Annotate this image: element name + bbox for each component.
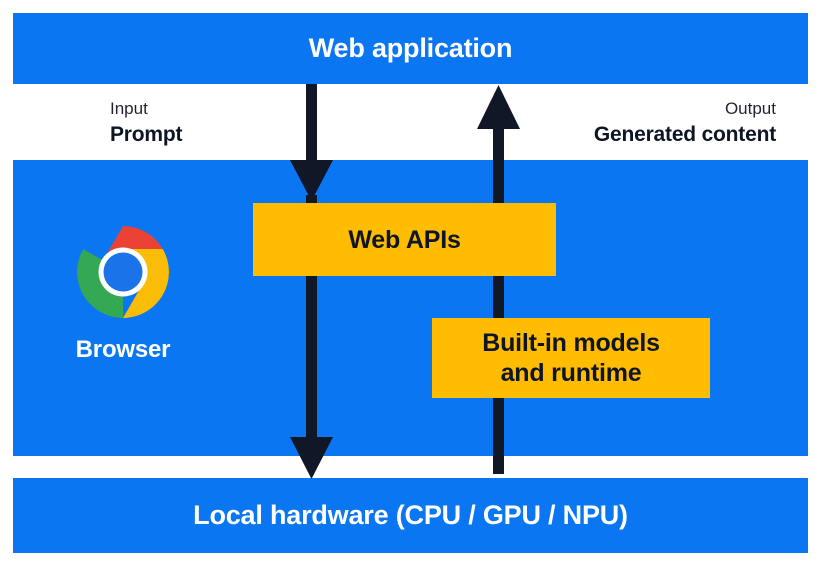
band-web-application-label: Web application bbox=[308, 33, 513, 63]
box-builtin-models-line2: and runtime bbox=[500, 359, 642, 387]
band-local-hardware-label: Local hardware (CPU / GPU / NPU) bbox=[193, 500, 628, 530]
band-local-hardware: Local hardware (CPU / GPU / NPU) bbox=[13, 478, 808, 553]
band-web-application: Web application bbox=[13, 13, 808, 84]
caption-input-value: Prompt bbox=[110, 123, 183, 146]
browser-group: Browser bbox=[47, 224, 199, 364]
caption-output-value: Generated content bbox=[593, 123, 776, 146]
box-web-apis[interactable]: Web APIs bbox=[253, 203, 556, 276]
caption-input: Input Prompt bbox=[110, 99, 183, 146]
box-builtin-models-label: Built-in models and runtime bbox=[482, 328, 660, 388]
caption-output: Output Generated content bbox=[594, 100, 776, 145]
band-browser-label: Browser bbox=[75, 336, 171, 363]
box-builtin-models[interactable]: Built-in models and runtime bbox=[432, 318, 710, 398]
box-web-apis-label: Web APIs bbox=[348, 225, 461, 254]
chrome-logo-icon bbox=[77, 226, 169, 318]
caption-input-kicker: Input bbox=[110, 99, 148, 118]
box-builtin-models-line1: Built-in models bbox=[482, 329, 660, 357]
caption-output-kicker: Output bbox=[724, 99, 776, 118]
